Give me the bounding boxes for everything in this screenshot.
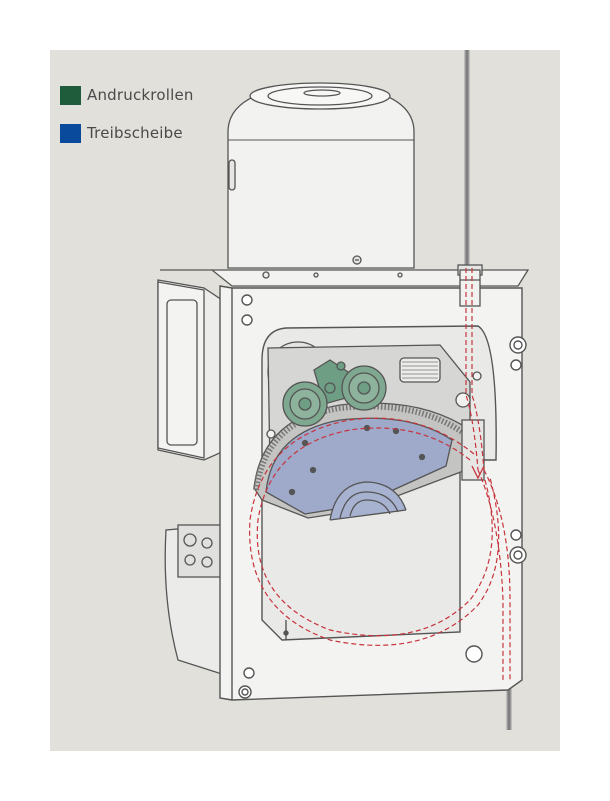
traction-sheave — [253, 402, 471, 521]
legend-label-treibscheibe: Treibscheibe — [87, 124, 183, 142]
gearbox-cover — [157, 279, 223, 461]
legend-item-andruckrollen: Andruckrollen — [60, 85, 194, 105]
rope-guide — [459, 269, 485, 481]
legend-label-andruckrollen: Andruckrollen — [87, 86, 194, 104]
legend-swatch-andruckrollen — [60, 85, 81, 105]
legend-item-treibscheibe: Treibscheibe — [60, 123, 194, 143]
rope-path — [249, 268, 511, 680]
pressure-rollers — [282, 359, 387, 427]
motor-housing — [227, 82, 415, 269]
legend: Andruckrollen Treibscheibe — [60, 85, 194, 161]
gear-motor — [164, 524, 227, 676]
legend-swatch-treibscheibe — [60, 123, 81, 143]
rope-arrow-icon — [471, 465, 485, 480]
machine-drawing — [157, 50, 530, 730]
